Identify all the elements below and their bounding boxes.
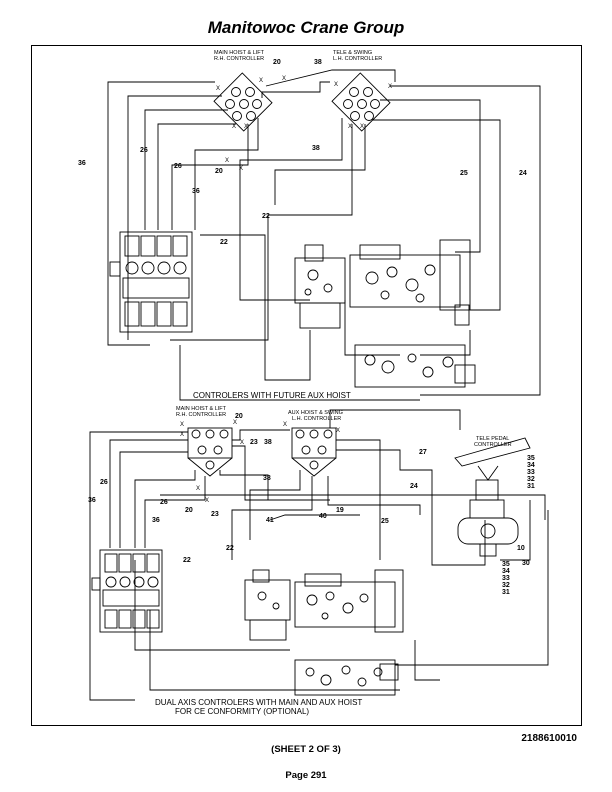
manifold-bottom <box>244 569 291 641</box>
rh-controller-top-label-1: MAIN HOIST & LIFT <box>214 50 265 56</box>
line-number: 24 <box>410 483 418 490</box>
lh-controller-top-label-2: L.H. CONTROLLER <box>333 56 382 62</box>
line-number: 38 <box>264 439 272 446</box>
stack-number: 34 <box>502 568 510 575</box>
svg-text:X: X <box>233 420 237 426</box>
page-title: Manitowoc Crane Group <box>207 18 405 37</box>
lh-controller-top <box>331 72 391 132</box>
valve-assembly-bottom <box>294 569 404 633</box>
line-number: 25 <box>460 170 468 177</box>
line-number: 10 <box>517 545 525 552</box>
line-number: 23 <box>250 439 258 446</box>
svg-text:X: X <box>259 78 263 84</box>
small-valve-top <box>354 344 476 388</box>
page-number: Page 291 <box>285 770 327 781</box>
lh-controller-bottom-label-1: AUX HOIST & SWING <box>288 410 343 416</box>
svg-text:X: X <box>205 498 209 504</box>
svg-text:X: X <box>360 124 364 130</box>
drawing-number: 2188610010 <box>521 733 577 744</box>
line-number: 36 <box>78 160 86 167</box>
svg-text:X: X <box>232 124 236 130</box>
line-number: 36 <box>152 517 160 524</box>
stack-number: 34 <box>527 462 535 469</box>
stack-number: 35 <box>502 561 510 568</box>
line-number: 22 <box>226 545 234 552</box>
line-number: 23 <box>211 511 219 518</box>
rh-controller-top <box>213 72 273 132</box>
svg-text:X: X <box>180 422 184 428</box>
svg-text:X: X <box>282 76 286 82</box>
line-number: 26 <box>174 163 182 170</box>
line-number: 38 <box>314 59 322 66</box>
line-number: 26 <box>100 479 108 486</box>
rh-controller-top-label-2: R.H. CONTROLLER <box>214 56 264 62</box>
stack-number: 32 <box>527 476 535 483</box>
diagram-frame <box>31 45 582 726</box>
line-number: 20 <box>185 507 193 514</box>
svg-text:X: X <box>336 428 340 434</box>
svg-text:X: X <box>388 84 392 90</box>
stack-number: 33 <box>527 469 535 476</box>
valve-assembly-top <box>349 239 471 326</box>
svg-text:X: X <box>196 486 200 492</box>
line-number: 26 <box>160 499 168 506</box>
svg-text:X: X <box>244 124 248 130</box>
line-number: 22 <box>220 239 228 246</box>
lh-controller-top-label-1: TELE & SWING <box>333 50 372 56</box>
bottom-caption-2: FOR CE CONFORMITY (OPTIONAL) <box>175 707 309 716</box>
svg-text:X: X <box>225 158 229 164</box>
top-caption: CONTROLERS WITH FUTURE AUX HOIST <box>193 391 351 400</box>
rh-controller-bottom-label-2: R.H. CONTROLLER <box>176 412 226 418</box>
stack-number: 33 <box>502 575 510 582</box>
bottom-caption-1: DUAL AXIS CONTROLERS WITH MAIN AND AUX H… <box>155 698 362 707</box>
line-number: 20 <box>215 168 223 175</box>
svg-text:X: X <box>283 422 287 428</box>
lh-controller-bottom-label-2: L.H. CONTROLLER <box>292 416 341 422</box>
line-number: 27 <box>419 449 427 456</box>
small-valve-bottom <box>294 659 399 696</box>
line-number: 20 <box>273 59 281 66</box>
line-number: 38 <box>312 145 320 152</box>
svg-text:X: X <box>240 440 244 446</box>
valve-bank-top <box>109 231 193 333</box>
manifold-top <box>294 244 346 329</box>
line-number: 36 <box>192 188 200 195</box>
line-number: 22 <box>183 557 191 564</box>
tele-pedal-label-2: CONTROLLER <box>474 442 512 448</box>
line-number: 26 <box>140 147 148 154</box>
line-number: 25 <box>381 518 389 525</box>
svg-text:X: X <box>348 124 352 130</box>
line-number: 30 <box>522 560 530 567</box>
line-number: 20 <box>235 413 243 420</box>
stack-number: 31 <box>527 483 535 490</box>
svg-text:X: X <box>180 432 184 438</box>
fitting-stack-upper: 35 34 33 32 31 <box>527 455 535 490</box>
svg-text:X: X <box>216 86 220 92</box>
valve-bank-bottom <box>91 549 163 633</box>
lh-controller-bottom <box>291 427 337 477</box>
line-number: 24 <box>519 170 527 177</box>
stack-number: 35 <box>527 455 535 462</box>
line-number: 36 <box>88 497 96 504</box>
fitting-stack-lower: 35 34 33 32 31 <box>502 561 510 596</box>
line-number: 41 <box>266 517 274 524</box>
stack-number: 31 <box>502 589 510 596</box>
tele-pedal-label-1: TELE PEDAL <box>476 436 509 442</box>
line-number: 38 <box>263 475 271 482</box>
line-number: 19 <box>336 507 344 514</box>
line-number: 22 <box>262 213 270 220</box>
rh-controller-bottom-label-1: MAIN HOIST & LIFT <box>176 406 227 412</box>
sheet-label: (SHEET 2 OF 3) <box>271 744 341 755</box>
tele-pedal-controller <box>454 437 531 557</box>
line-number: 40 <box>319 513 327 520</box>
rh-controller-bottom <box>187 427 233 477</box>
stack-number: 32 <box>502 582 510 589</box>
svg-text:X: X <box>239 166 243 172</box>
svg-text:X: X <box>334 82 338 88</box>
